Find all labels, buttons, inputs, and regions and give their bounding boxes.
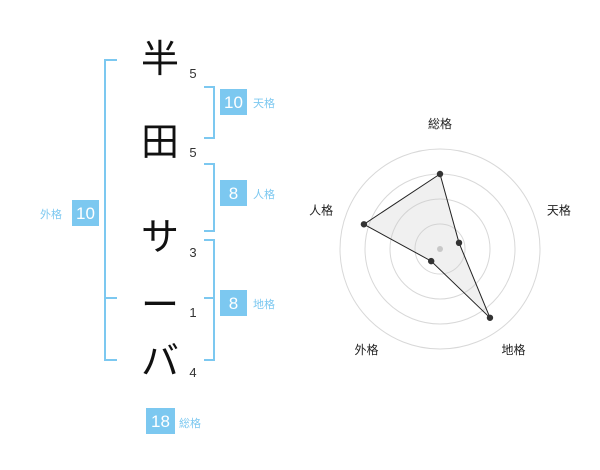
radar-point-1 <box>436 170 444 178</box>
name-char-4: ー <box>141 283 179 327</box>
stroke-count-4: 1 <box>189 305 196 320</box>
radar-point-2 <box>455 239 463 247</box>
chikaku-badge: 8 地格 <box>220 290 275 316</box>
gaikaku-badge: 外格 10 <box>40 200 99 226</box>
radar-point-4 <box>427 257 435 265</box>
radar-axis-label-5: 人格 <box>309 202 333 217</box>
soukaku-label: 総格 <box>179 416 201 430</box>
radar-points <box>360 170 494 321</box>
radar-axis-label-3: 地格 <box>501 342 525 357</box>
soukaku-badge-box <box>146 408 175 434</box>
soukaku-value: 18 <box>151 412 170 431</box>
gaikaku-label: 外格 <box>40 207 62 221</box>
jinkaku-badge-box <box>220 180 247 206</box>
jinkaku-badge: 8 人格 <box>220 180 275 206</box>
radar-point-3 <box>486 314 494 321</box>
chikaku-value: 8 <box>229 294 238 313</box>
radar-axis-label-2: 天格 <box>547 202 571 217</box>
radar-axis-label-4: 外格 <box>355 342 379 357</box>
tenkaku-badge-box <box>220 89 247 115</box>
tenkaku-label: 天格 <box>253 96 275 110</box>
radar-ring-1 <box>414 223 466 275</box>
gaikaku-value: 10 <box>76 204 95 223</box>
gaikaku-badge-box <box>72 200 99 226</box>
stroke-count-2: 5 <box>189 145 196 160</box>
jinkaku-bracket <box>204 163 215 232</box>
jinkaku-value: 8 <box>229 184 238 203</box>
radar-center-dot <box>437 246 443 252</box>
tenkaku-bracket <box>204 86 215 139</box>
radar-ring-4 <box>339 148 541 350</box>
name-char-5: バ <box>141 339 179 383</box>
radar-polygon <box>362 173 491 319</box>
stroke-count-3: 3 <box>189 245 196 260</box>
stroke-count-1: 5 <box>189 66 196 81</box>
tenkaku-value: 10 <box>224 93 243 112</box>
chikaku-badge-box <box>220 290 247 316</box>
radar-axis-label-1: 総格 <box>428 116 452 131</box>
radar-point-5 <box>360 221 368 228</box>
name-char-2: 田 <box>141 120 179 164</box>
radar-ring-2 <box>389 198 491 300</box>
stroke-count-5: 4 <box>189 365 196 380</box>
name-char-1: 半 <box>141 37 179 81</box>
jinkaku-label: 人格 <box>253 187 275 201</box>
gaikaku-bracket <box>104 59 117 361</box>
name-char-3: サ <box>141 215 179 259</box>
chikaku-label: 地格 <box>253 297 275 311</box>
soukaku-badge: 18 総格 <box>146 408 201 434</box>
chikaku-bracket <box>204 239 215 361</box>
tenkaku-badge: 10 天格 <box>220 89 275 115</box>
